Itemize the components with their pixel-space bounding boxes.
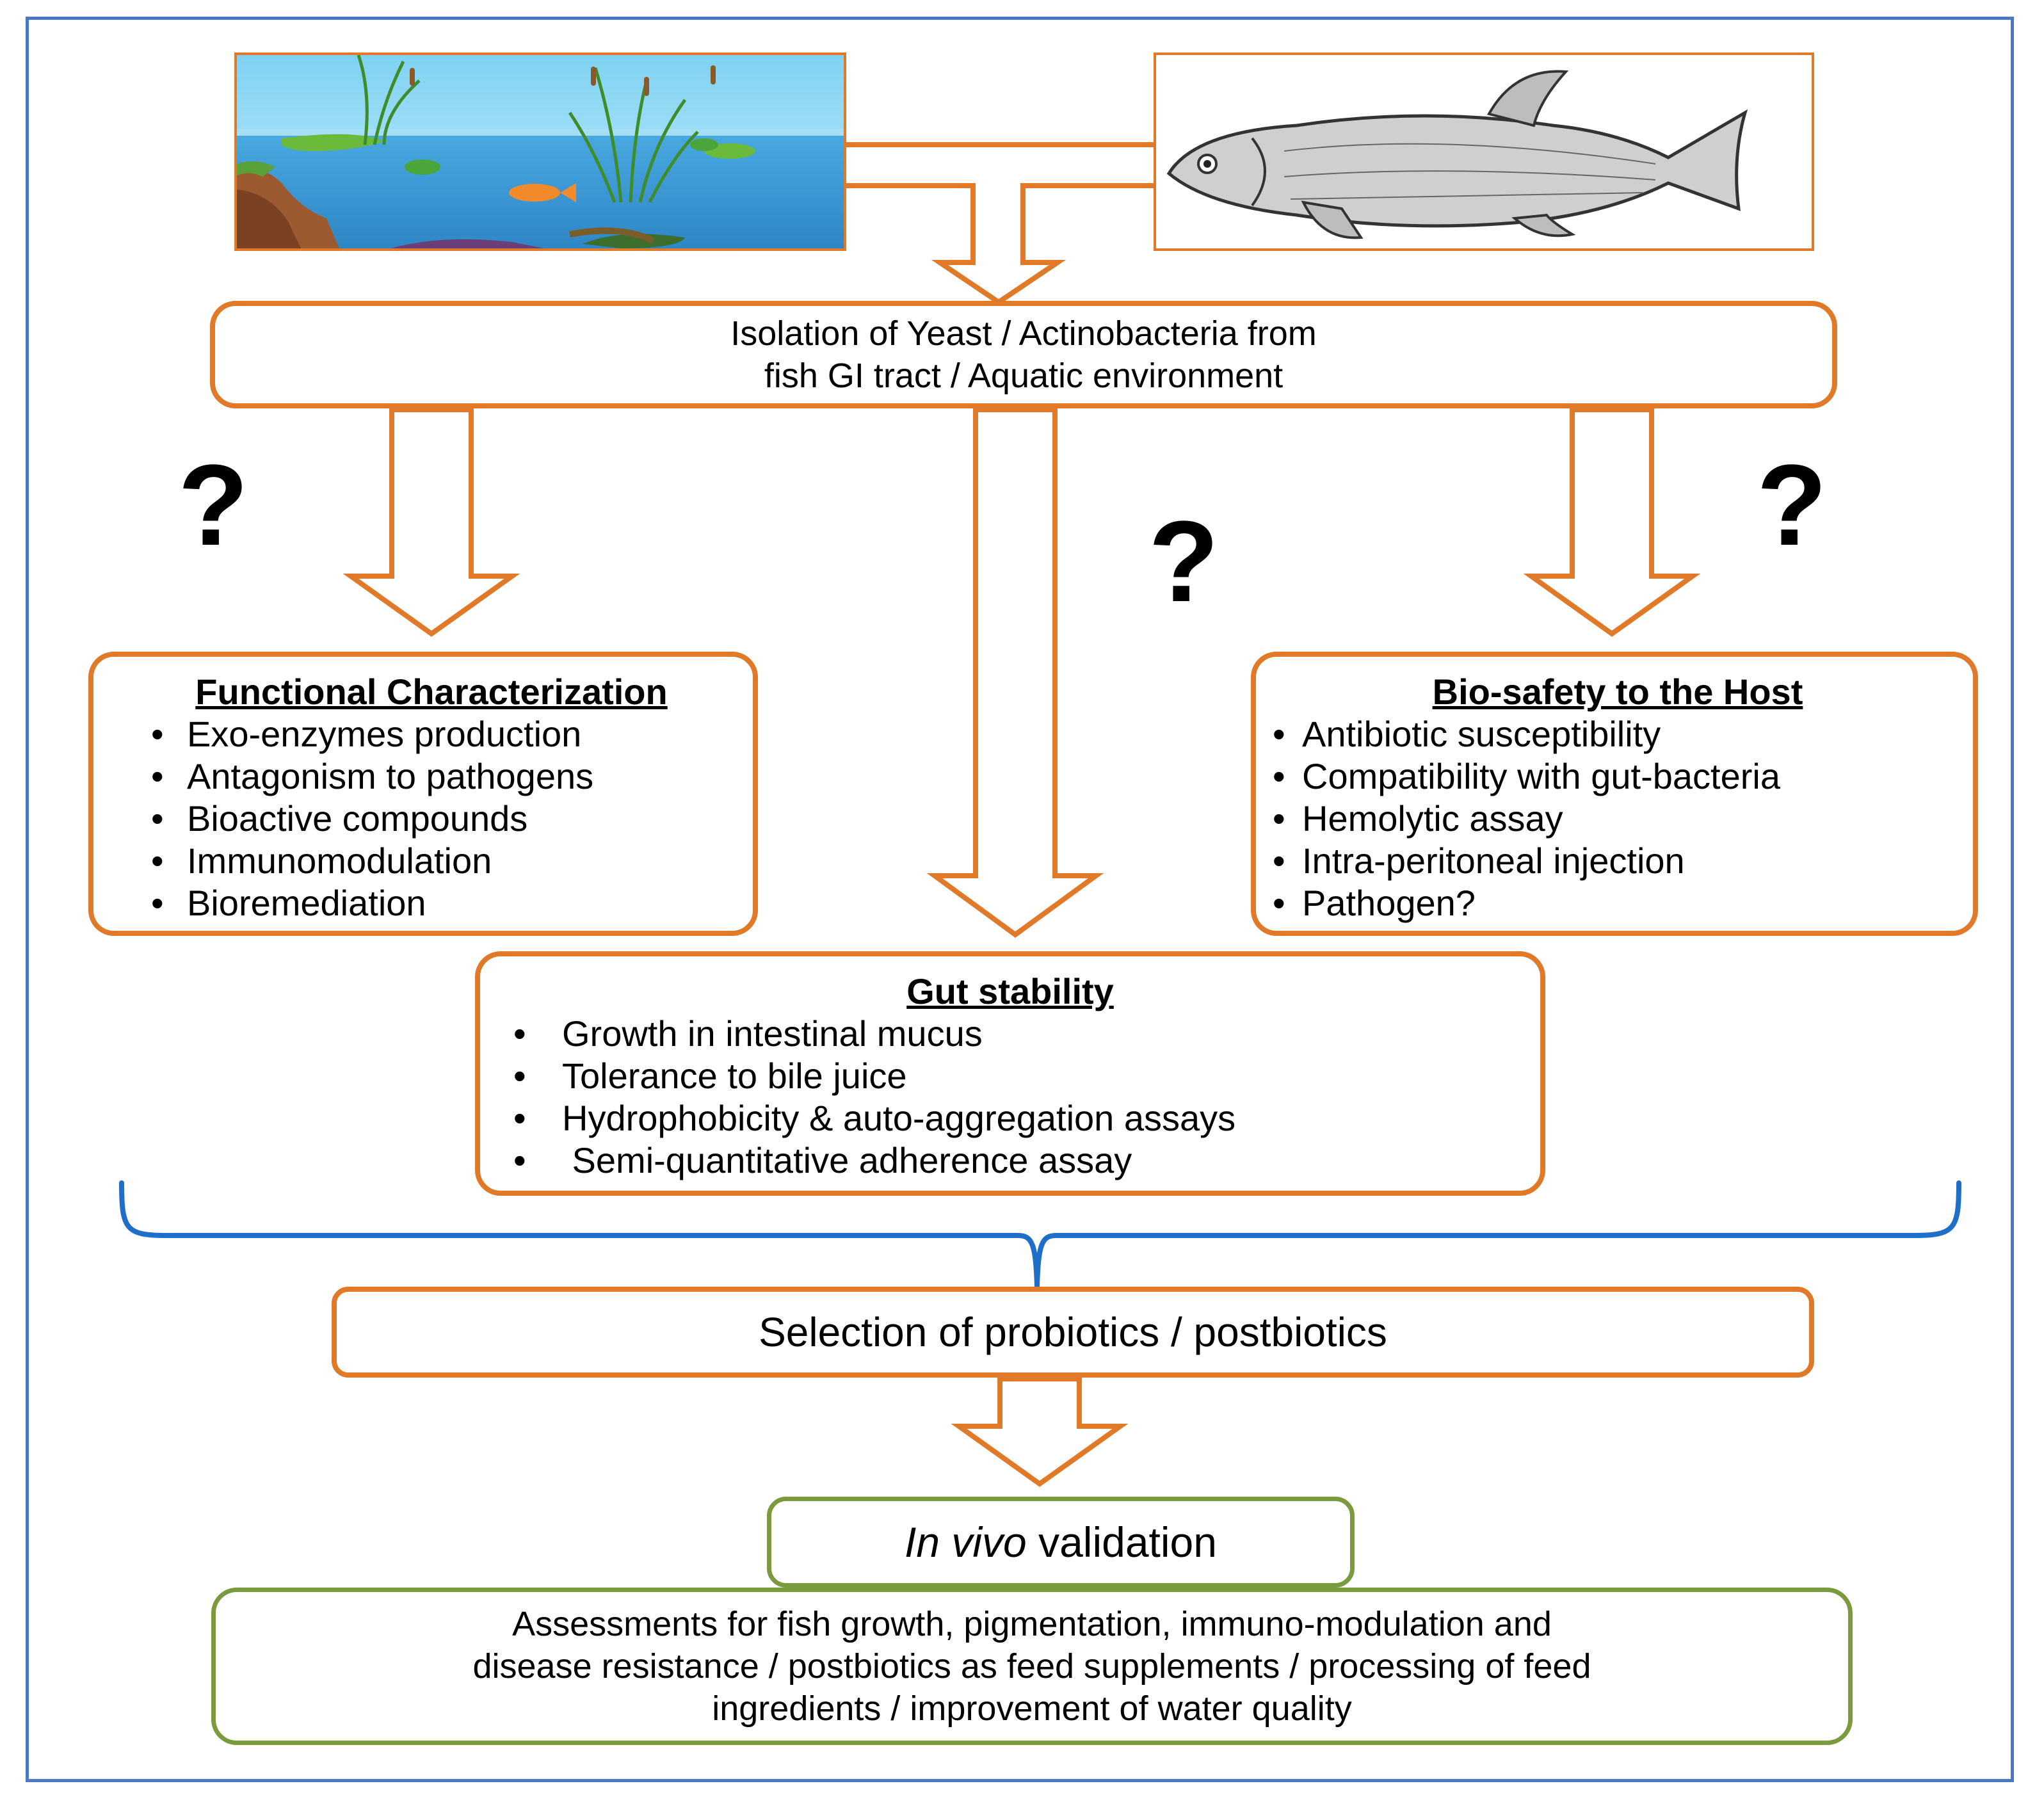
list-item: Pathogen? bbox=[1251, 882, 1973, 924]
assessment-box: Assessments for fish growth, pigmentatio… bbox=[211, 1588, 1853, 1745]
functional-characterization-box: Functional Characterization Exo-enzymes … bbox=[88, 652, 758, 936]
gut-stability-title: Gut stability bbox=[906, 971, 1114, 1011]
grouping-brace bbox=[119, 1180, 1961, 1287]
list-item: Semi-quantitative adherence assay bbox=[492, 1139, 1540, 1182]
arrow-to-biosafety bbox=[1523, 407, 1701, 637]
selection-label: Selection of probiotics / postbiotics bbox=[759, 1309, 1387, 1355]
arrow-to-in-vivo bbox=[951, 1376, 1129, 1487]
in-vivo-italic: In vivo bbox=[905, 1518, 1027, 1566]
list-item: Tolerance to bile juice bbox=[492, 1055, 1540, 1097]
gut-stability-box: Gut stability Growth in intestinal mucus… bbox=[475, 951, 1545, 1196]
biosafety-title: Bio-safety to the Host bbox=[1432, 672, 1803, 712]
arrow-to-functional bbox=[342, 407, 520, 637]
figure-frame bbox=[26, 17, 2014, 1782]
isolation-line-1: Isolation of Yeast / Actinobacteria from bbox=[730, 314, 1317, 353]
list-item: Antagonism to pathogens bbox=[129, 755, 753, 798]
in-vivo-label: In vivo validation bbox=[905, 1517, 1217, 1567]
fish-sketch bbox=[1156, 55, 1812, 248]
in-vivo-rest: validation bbox=[1026, 1518, 1217, 1566]
list-item: Growth in intestinal mucus bbox=[492, 1013, 1540, 1055]
aquatic-environment-image bbox=[234, 52, 846, 251]
list-item: Compatibility with gut-bacteria bbox=[1251, 755, 1973, 798]
list-item: Bioremediation bbox=[129, 882, 753, 924]
biosafety-list: Antibiotic susceptibility Compatibility … bbox=[1251, 713, 1973, 924]
question-mark-center: ? bbox=[1148, 497, 1219, 626]
assessment-line-3: ingredients / improvement of water quali… bbox=[712, 1689, 1352, 1728]
selection-box: Selection of probiotics / postbiotics bbox=[332, 1287, 1814, 1378]
list-item: Immunomodulation bbox=[129, 840, 753, 882]
isolation-line-2: fish GI tract / Aquatic environment bbox=[764, 357, 1284, 395]
gut-stability-list: Growth in intestinal mucus Tolerance to … bbox=[492, 1013, 1540, 1182]
question-mark-right: ? bbox=[1757, 441, 1827, 570]
assessment-line-2: disease resistance / postbiotics as feed… bbox=[472, 1647, 1591, 1685]
functional-list: Exo-enzymes production Antagonism to pat… bbox=[129, 713, 753, 924]
list-item: Exo-enzymes production bbox=[129, 713, 753, 755]
list-item: Antibiotic susceptibility bbox=[1251, 713, 1973, 755]
in-vivo-box: In vivo validation bbox=[767, 1497, 1355, 1588]
list-item: Hemolytic assay bbox=[1251, 798, 1973, 840]
assessment-line-1: Assessments for fish growth, pigmentatio… bbox=[512, 1605, 1552, 1643]
list-item: Hydrophobicity & auto-aggregation assays bbox=[492, 1097, 1540, 1139]
question-mark-left: ? bbox=[178, 441, 248, 570]
top-connector-arrow bbox=[841, 142, 1159, 305]
arrow-to-gut-stability bbox=[926, 407, 1104, 938]
functional-title: Functional Characterization bbox=[195, 672, 668, 712]
list-item: Intra-peritoneal injection bbox=[1251, 840, 1973, 882]
biosafety-box: Bio-safety to the Host Antibiotic suscep… bbox=[1251, 652, 1978, 936]
list-item: Bioactive compounds bbox=[129, 798, 753, 840]
isolation-box: Isolation of Yeast / Actinobacteria from… bbox=[210, 301, 1837, 408]
fish-image bbox=[1154, 52, 1814, 251]
aquatic-environment-illustration bbox=[237, 55, 844, 248]
